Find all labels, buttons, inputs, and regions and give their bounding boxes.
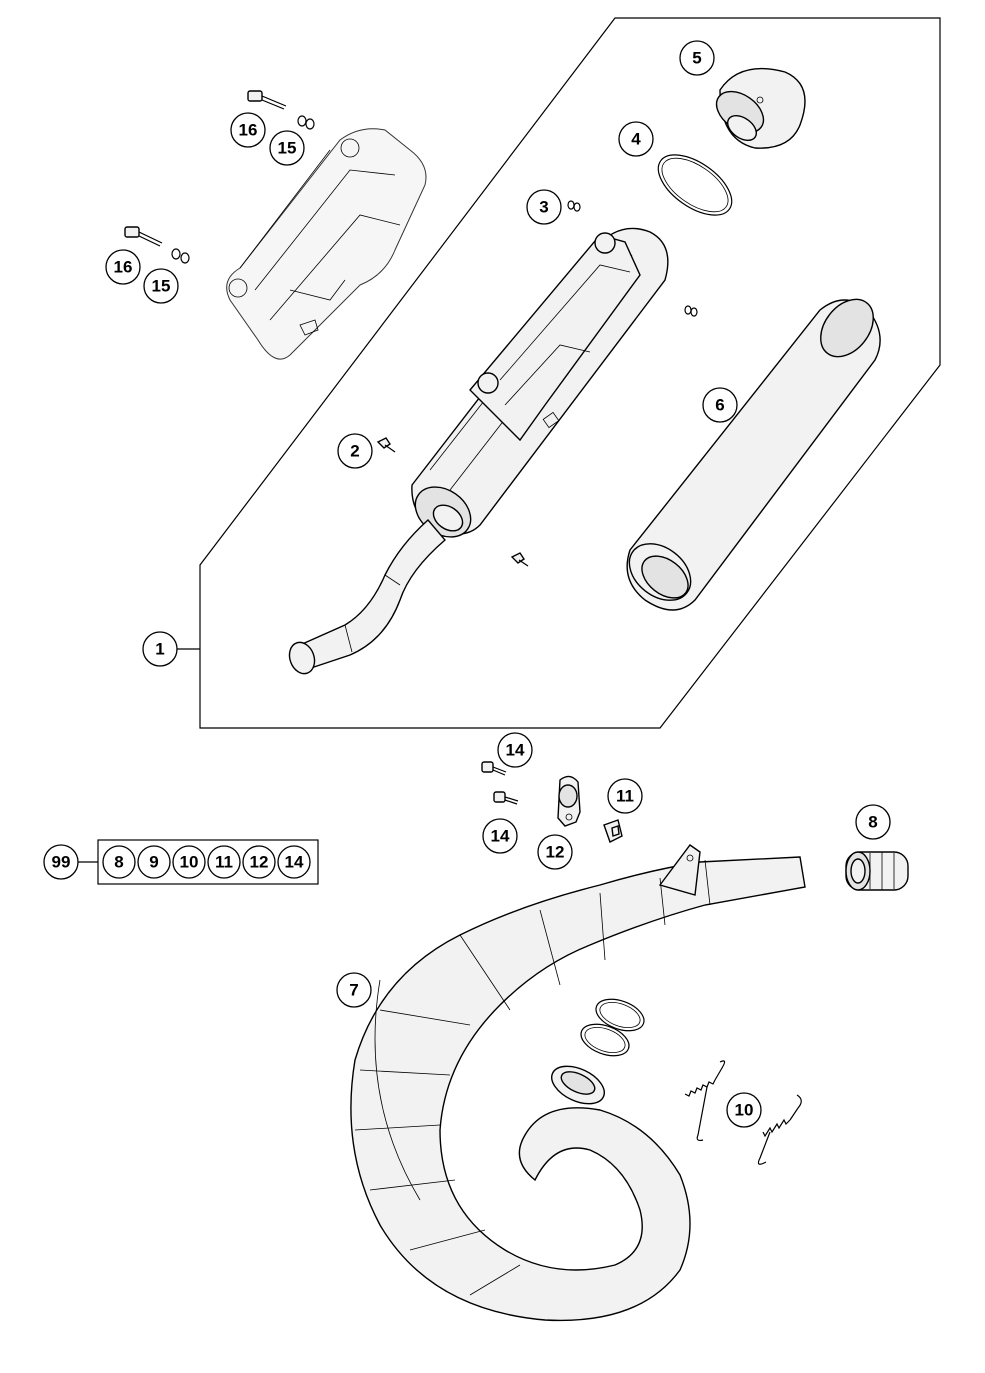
kit-item: 9 (149, 853, 158, 872)
sleeve-8 (845, 851, 909, 891)
o-ring-inner-b (580, 1023, 630, 1057)
callout-15-lower: 15 (152, 277, 171, 296)
kit-item: 10 (180, 853, 199, 872)
kit-item: 12 (250, 853, 269, 872)
screw-14-lower (493, 791, 519, 805)
kit-item: 14 (285, 853, 304, 872)
callout-2: 2 (350, 442, 359, 461)
washer-15-lower (171, 248, 190, 264)
bolt-16-lower (124, 226, 163, 247)
screw-14-upper (481, 761, 507, 776)
callout-12: 12 (546, 843, 565, 862)
callout-4: 4 (631, 130, 641, 149)
spring-10a (684, 1060, 726, 1142)
bracket-12 (557, 775, 581, 827)
end-cap-5 (715, 67, 806, 149)
callout-14-lower: 14 (491, 827, 510, 846)
bolt-16-upper (247, 90, 287, 110)
kit-99-label: 99 (52, 853, 71, 872)
callout-5: 5 (692, 49, 701, 68)
callout-8: 8 (868, 813, 877, 832)
o-ring-inner-a (595, 998, 645, 1032)
kit-item: 8 (114, 853, 123, 872)
callout-7: 7 (349, 981, 358, 1000)
header-pipe-7 (350, 844, 806, 1322)
clip-11 (603, 819, 623, 843)
silencer-bracket-reference (226, 128, 427, 360)
kit-item: 11 (215, 853, 233, 872)
rivet-2 (376, 437, 396, 453)
silencer-sleeve-6 (626, 298, 881, 611)
spring-10b (757, 1094, 802, 1165)
callout-15-upper: 15 (278, 139, 297, 158)
kit-99: 99 8 9 10 11 12 14 (43, 839, 319, 885)
callout-3: 3 (539, 198, 548, 217)
callout-6: 6 (715, 396, 724, 415)
silencer-assembly (288, 227, 669, 675)
callout-16-lower: 16 (114, 258, 133, 277)
callout-11: 11 (616, 787, 634, 806)
o-ring-4 (657, 154, 733, 216)
washer-15-upper (297, 115, 315, 130)
nut-3b (684, 305, 698, 317)
callout-1: 1 (155, 640, 164, 659)
assembly-boundary (199, 17, 941, 729)
callout-14-upper: 14 (506, 741, 525, 760)
callout-10: 10 (735, 1101, 754, 1120)
rivet-lower (510, 552, 529, 567)
callout-16-upper: 16 (239, 121, 258, 140)
nut-3 (567, 200, 581, 212)
